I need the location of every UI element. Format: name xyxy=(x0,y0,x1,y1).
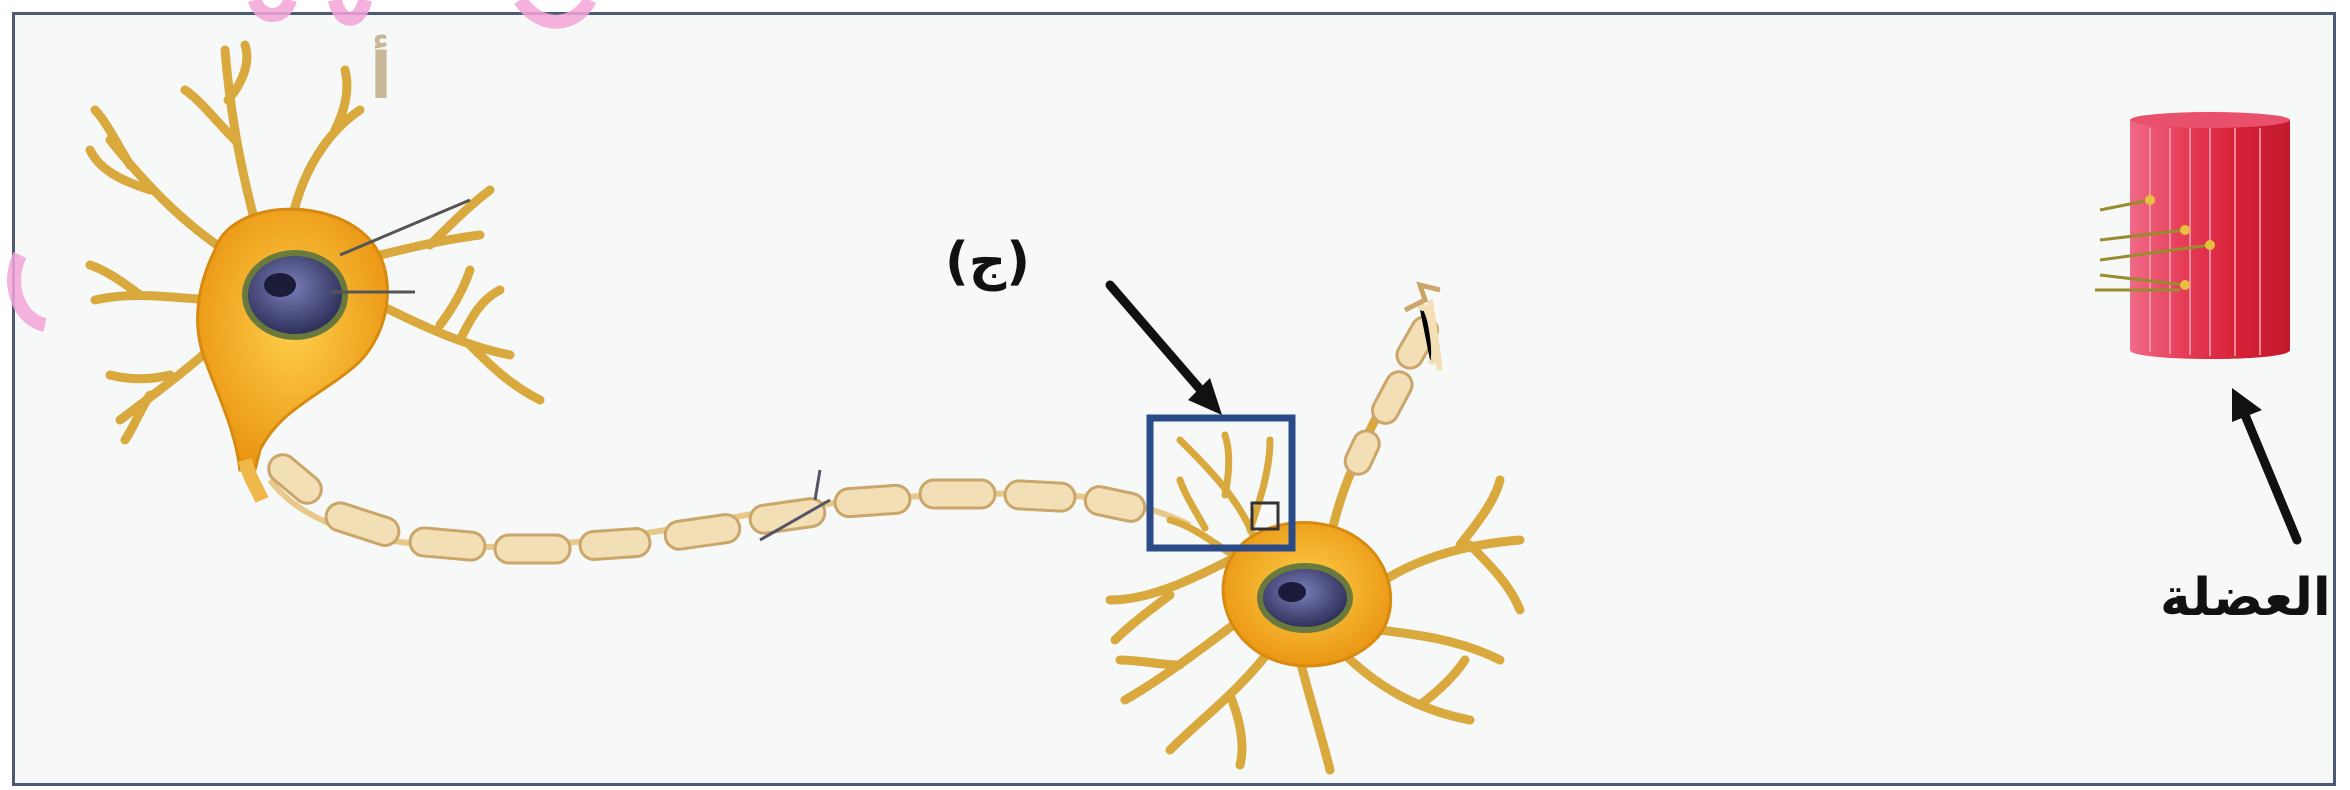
nucleus-right xyxy=(1260,566,1350,630)
myelin-sheaths xyxy=(263,449,1147,563)
label-a: أ xyxy=(370,40,392,114)
neuron-left xyxy=(90,45,540,500)
axon xyxy=(263,449,1190,563)
arrow-to-synapse xyxy=(1110,285,1222,415)
label-j: (ج) xyxy=(945,232,1030,292)
muscle xyxy=(2095,112,2290,359)
nucleus-left xyxy=(245,253,345,337)
arrow-to-muscle xyxy=(2232,388,2297,540)
label-muscle: العضلة xyxy=(2160,568,2331,628)
